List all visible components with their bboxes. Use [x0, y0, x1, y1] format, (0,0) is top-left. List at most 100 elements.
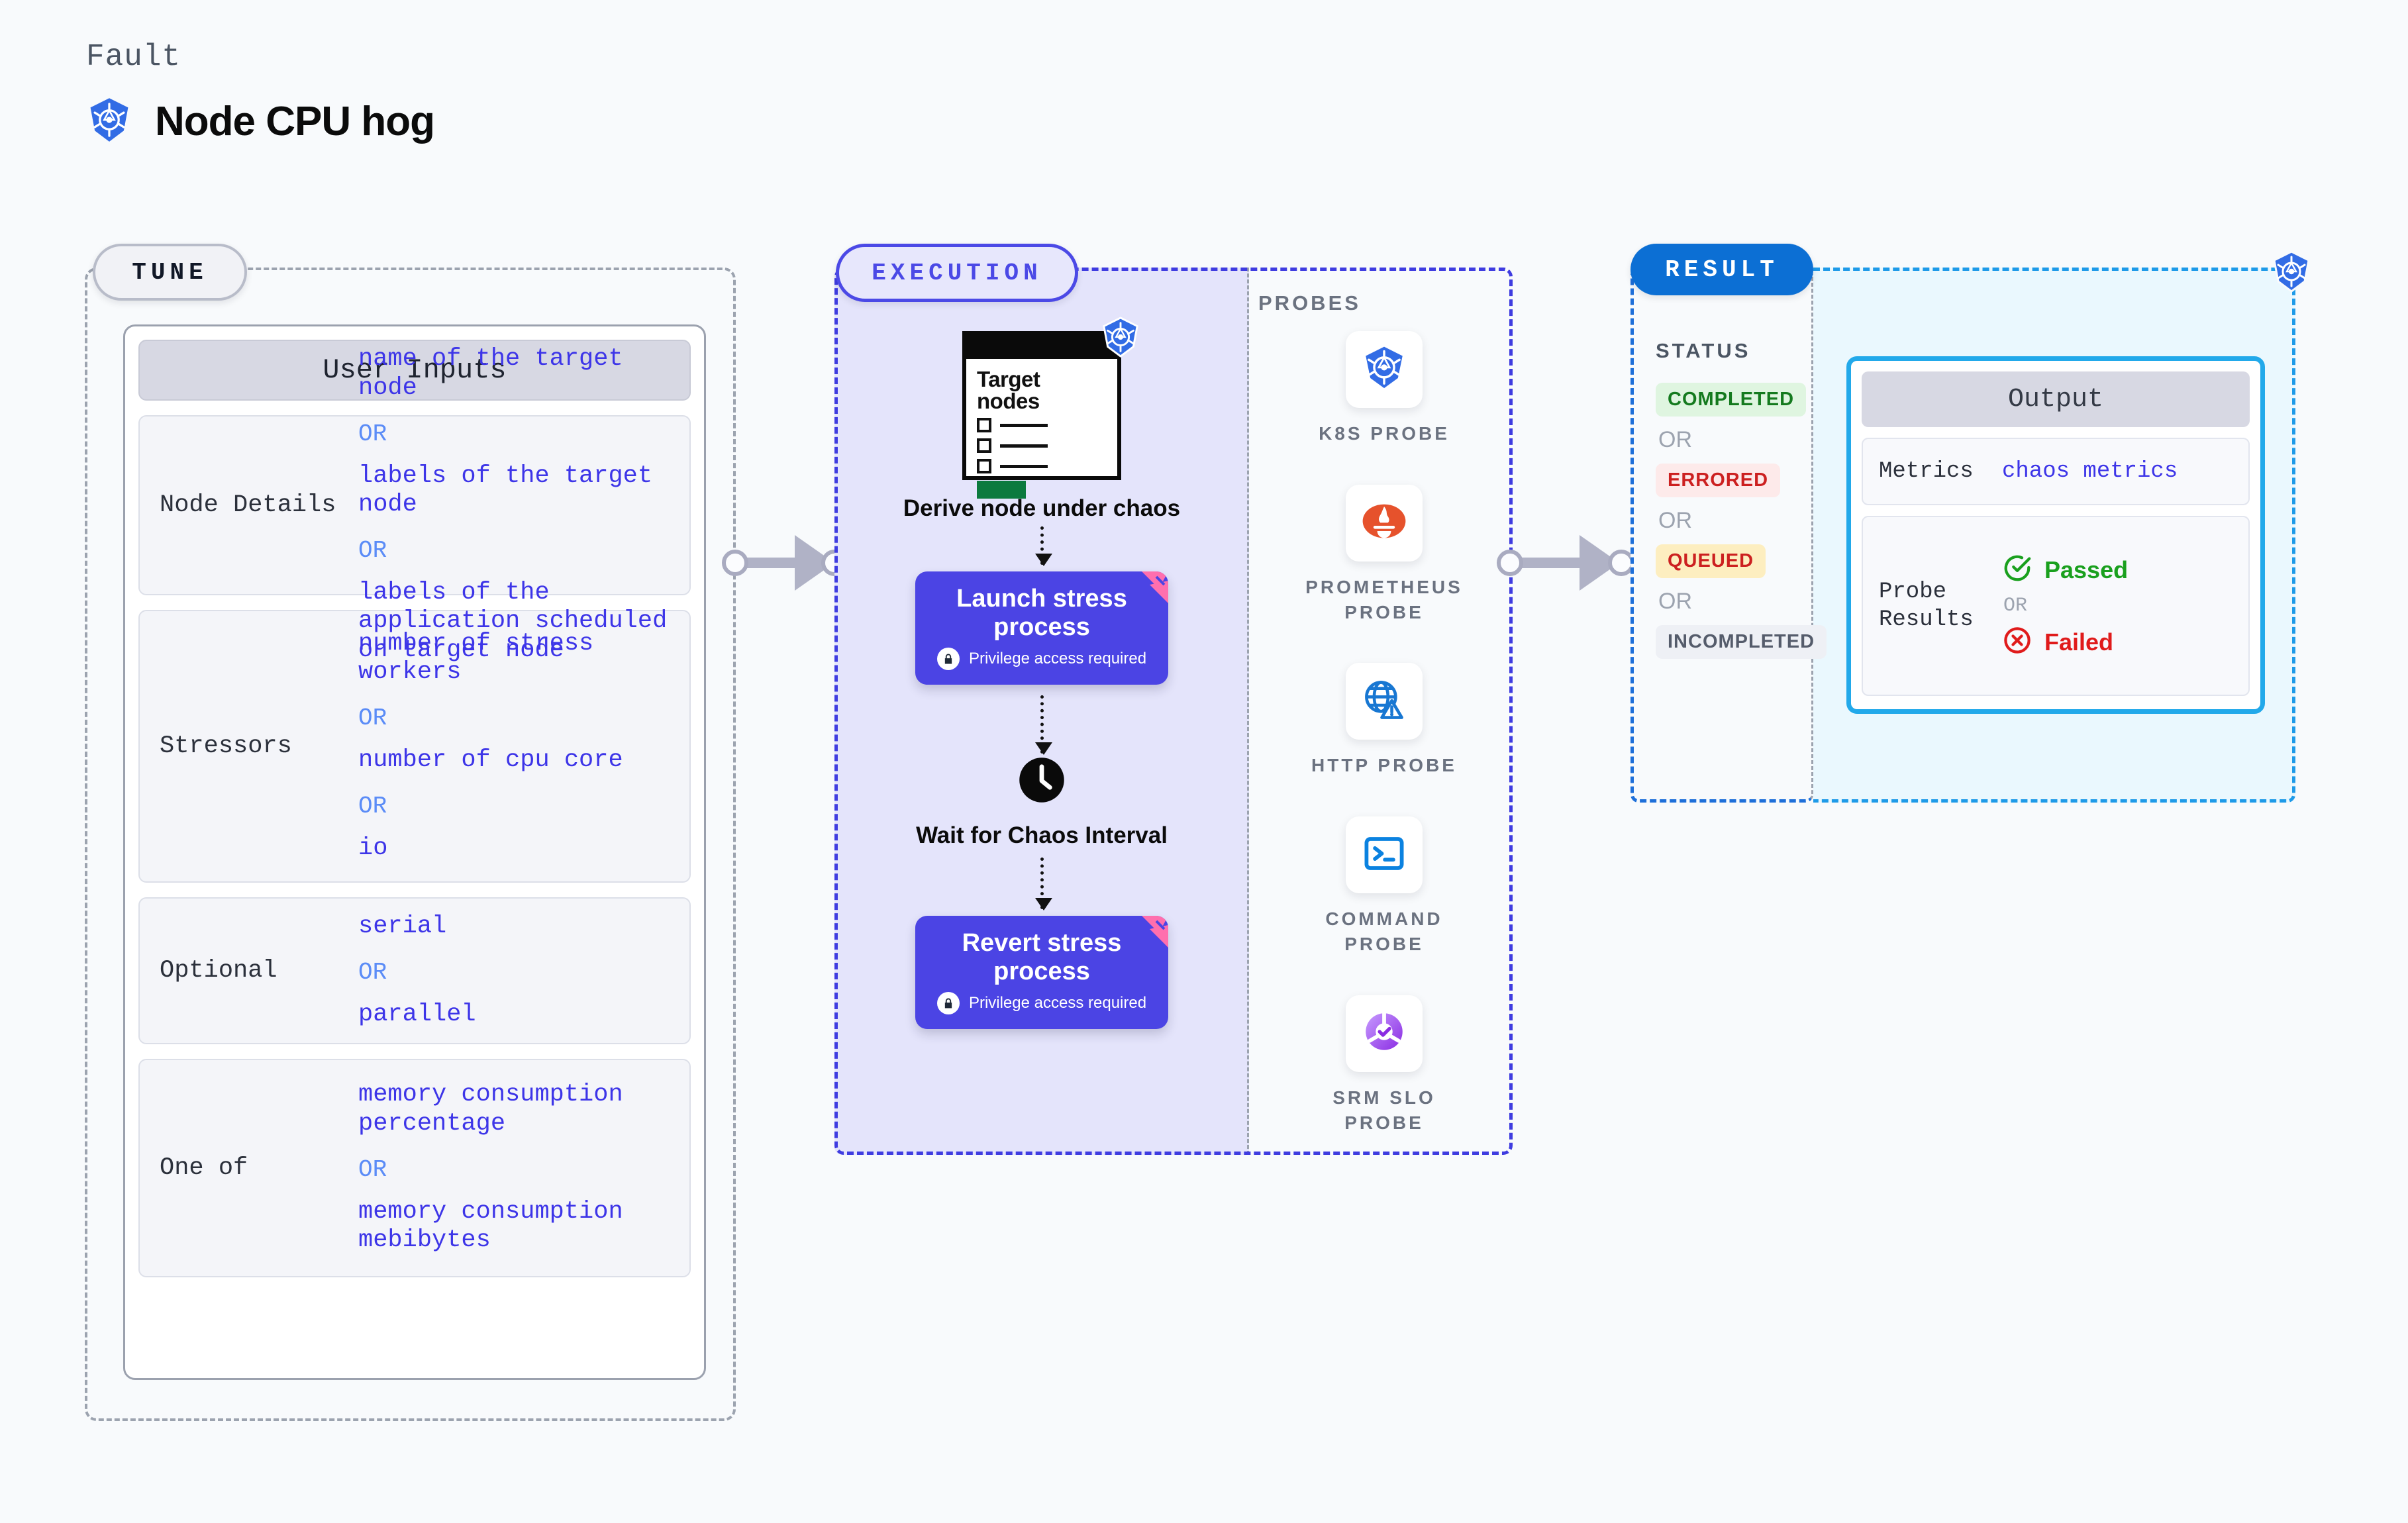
step-label-wait-for-chaos-interval: Wait for Chaos Interval: [916, 822, 1168, 849]
connector-tune-to-execution: [722, 523, 848, 603]
probe-result-failed: Failed: [2002, 625, 2128, 659]
result-status-region: [1630, 268, 1813, 803]
row-label: Optional: [160, 957, 277, 985]
terminal-icon: [1360, 829, 1409, 881]
output-card: Output Metrics chaos metrics Probe Resul…: [1846, 356, 2265, 714]
probe-item-k8s[interactable]: K8S PROBE: [1319, 331, 1450, 446]
row-label: Stressors: [160, 732, 292, 760]
flow-arrow: [1034, 858, 1052, 911]
probe-result-label: Failed: [2044, 628, 2114, 656]
check-circle-icon: [2002, 553, 2032, 587]
output-label: Metrics: [1879, 458, 1974, 484]
row-value: labels of the application scheduled on t…: [358, 578, 668, 665]
row-separator: OR: [358, 536, 387, 564]
connector-execution-to-result: [1497, 523, 1636, 603]
status-badge-completed: COMPLETED: [1656, 383, 1807, 417]
flow-arrow: [1034, 695, 1052, 756]
ribbon-icon: [1142, 571, 1168, 603]
tune-region: [85, 268, 736, 1421]
row-separator: OR: [358, 420, 387, 448]
row-value: io: [358, 834, 388, 862]
step-subtitle: Privilege access required: [968, 650, 1147, 668]
row-value: memory consumption percentage: [358, 1081, 623, 1138]
step-title: Revert stress process: [962, 929, 1122, 985]
probe-label: K8S PROBE: [1319, 423, 1450, 444]
output-value: chaos metrics: [2002, 459, 2178, 484]
execution-pill: EXECUTION: [836, 244, 1078, 302]
input-row-node-details: Node Details name of the target node OR …: [138, 345, 691, 664]
status-badge-errored: ERRORED: [1656, 464, 1781, 497]
probe-label: SRM SLO PROBE: [1332, 1087, 1436, 1133]
fault-eyebrow: Fault: [86, 40, 181, 74]
output-row-metrics: Metrics chaos metrics: [1862, 438, 2250, 505]
row-value: number of stress workers: [358, 629, 594, 687]
step-launch-stress-process[interactable]: Launch stress process Privilege access r…: [915, 571, 1168, 685]
page-title: Node CPU hog: [155, 99, 435, 144]
kubernetes-icon: [2270, 250, 2313, 296]
card-titlebar: [966, 335, 1117, 359]
probes-list: K8S PROBE PROMETHEUS PROBE: [1298, 331, 1470, 1173]
result-pill: RESULT: [1630, 244, 1813, 295]
user-inputs-title: User Inputs: [138, 340, 691, 401]
probe-result-passed: Passed: [2002, 553, 2128, 587]
output-title: Output: [1862, 371, 2250, 427]
row-value: memory consumption mebibytes: [358, 1197, 623, 1255]
step-subtitle: Privilege access required: [968, 994, 1147, 1012]
kubernetes-icon: [1100, 317, 1141, 361]
probe-item-http[interactable]: HTTP PROBE: [1311, 663, 1457, 778]
status-separator: OR: [1658, 508, 1692, 533]
probe-item-prometheus[interactable]: PROMETHEUS PROBE: [1298, 484, 1470, 625]
lock-icon: [936, 648, 960, 671]
checkbox-icon: [977, 459, 991, 473]
status-badge-queued: QUEUED: [1656, 544, 1766, 578]
checkbox-row: [977, 459, 1107, 473]
status-title: STATUS: [1656, 339, 1751, 362]
tune-pill: TUNE: [93, 244, 247, 301]
row-separator: OR: [358, 958, 387, 986]
row-separator: OR: [358, 705, 387, 732]
execution-flow: Target nodes Derive node under chaos: [861, 317, 1223, 1030]
flow-arrow: [1034, 526, 1052, 566]
output-label: Probe Results: [1879, 579, 1974, 633]
kubernetes-icon: [86, 97, 132, 146]
row-separator: OR: [358, 1155, 387, 1183]
row-value: labels of the target node: [358, 462, 653, 519]
ribbon-icon: [1142, 916, 1168, 948]
step-title: Launch stress process: [956, 585, 1127, 641]
probe-result-separator: OR: [2003, 595, 2028, 617]
probe-label: HTTP PROBE: [1311, 755, 1457, 776]
target-nodes-title: Target nodes: [977, 367, 1040, 413]
probes-title: PROBES: [1258, 291, 1361, 315]
probe-label: COMMAND PROBE: [1325, 909, 1443, 954]
probe-label: PROMETHEUS PROBE: [1305, 576, 1463, 622]
input-row-one-of: One of memory consumption percentage OR …: [138, 1059, 691, 1277]
status-separator: OR: [1658, 427, 1692, 452]
checkbox-row: [977, 418, 1107, 432]
step-revert-stress-process[interactable]: Revert stress process Privilege access r…: [915, 916, 1168, 1030]
row-separator: OR: [358, 792, 387, 820]
clock-icon: [1018, 756, 1066, 807]
probe-result-label: Passed: [2044, 556, 2129, 583]
row-label: Node Details: [160, 491, 336, 519]
execution-region: [834, 268, 1513, 1155]
probe-item-command[interactable]: COMMAND PROBE: [1298, 816, 1470, 957]
step-label-derive-node: Derive node under chaos: [903, 495, 1181, 521]
lock-icon: [936, 992, 960, 1015]
checkbox-icon: [977, 438, 991, 453]
status-badge-incompleted: INCOMPLETED: [1656, 625, 1827, 659]
x-circle-icon: [2002, 625, 2032, 659]
checkbox-row: [977, 438, 1107, 453]
input-row-optional: Optional serial OR parallel: [138, 897, 691, 1044]
probe-item-srm-slo[interactable]: SRM SLO PROBE: [1298, 995, 1470, 1136]
row-value: name of the target node: [358, 345, 623, 402]
confirm-button: [977, 481, 1026, 499]
page-header: Fault Node CPU hog: [86, 40, 435, 146]
row-value: number of cpu core: [358, 746, 623, 774]
target-nodes-node: Target nodes: [962, 317, 1138, 499]
status-separator: OR: [1658, 589, 1692, 614]
status-list: COMPLETED OR ERRORED OR QUEUED OR INCOMP…: [1656, 383, 1827, 659]
output-row-probe-results: Probe Results Passed OR Failed: [1862, 516, 2250, 696]
slo-gauge-icon: [1360, 1007, 1409, 1059]
globe-warning-icon: [1360, 675, 1409, 728]
row-label: One of: [160, 1154, 248, 1182]
